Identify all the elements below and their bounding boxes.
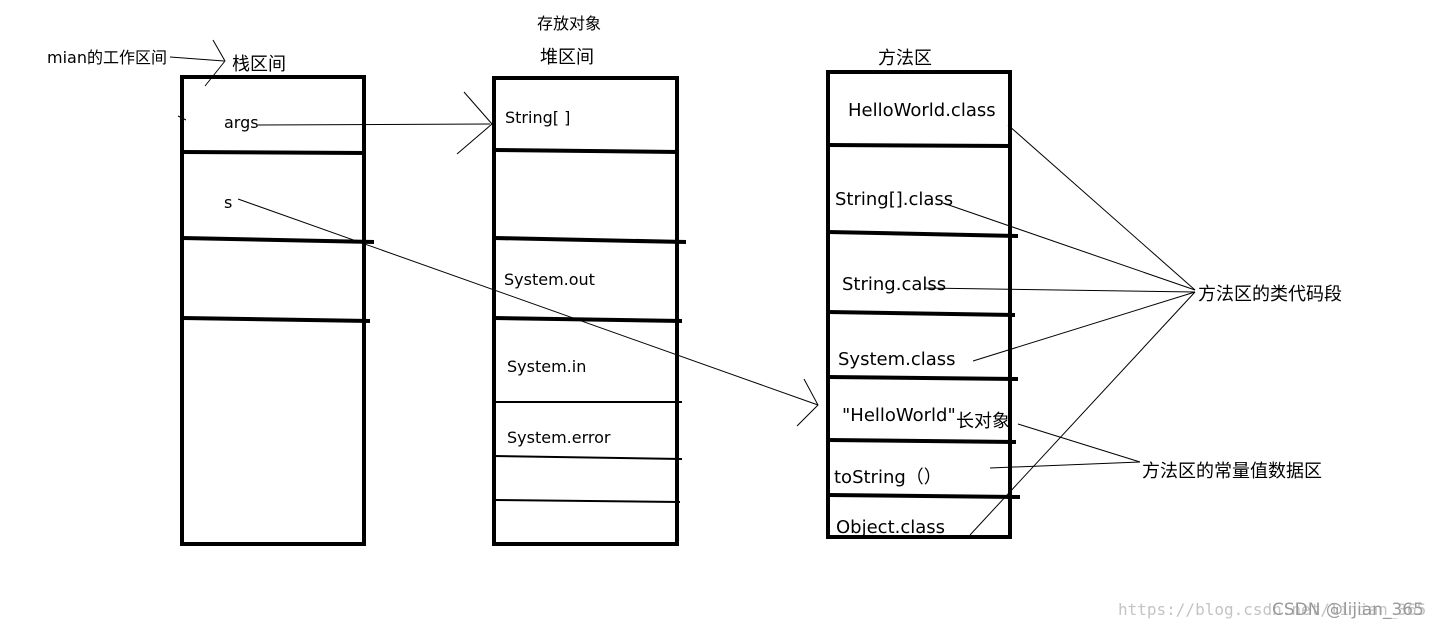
connectors	[169, 39, 1196, 536]
stack-divider	[181, 316, 371, 323]
heap-cell-string-array: String[ ]	[505, 108, 570, 127]
args-reference-line	[257, 123, 491, 126]
method-area-divider	[827, 230, 1019, 238]
method-cell-system-class: System.class	[838, 349, 956, 370]
store-objects-label: 存放对象	[537, 14, 601, 33]
stack-column: args s	[177, 75, 375, 546]
watermark-url: https://blog.csdn.net/lijian_365	[1118, 600, 1426, 619]
class-segment-line	[969, 291, 1196, 536]
stack-title: 栈区间	[232, 54, 286, 75]
watermark: https://blog.csdn.net/lijian_365 CSDN @l…	[1118, 600, 1426, 620]
class-segment-line	[1007, 124, 1196, 291]
method-area-column: HelloWorld.class String[].class String.c…	[826, 70, 1021, 539]
method-area-divider	[827, 310, 1016, 317]
class-code-segment-label: 方法区的类代码段	[1198, 284, 1342, 305]
stack-cell-args: args	[224, 113, 259, 132]
heap-column: String[ ] System.out System.in System.er…	[492, 76, 687, 546]
class-segment-line	[972, 291, 1196, 362]
main-work-area-label: mian的工作区间	[47, 48, 167, 67]
method-area-divider	[827, 438, 1017, 444]
heap-cell-system-out: System.out	[504, 270, 595, 289]
method-area-divider	[827, 375, 1019, 381]
method-cell-helloworld-literal: "HelloWorld"	[842, 405, 956, 426]
s-reference-line	[237, 198, 819, 406]
method-cell-string-calss: String.calss	[842, 274, 946, 295]
class-segment-line	[942, 202, 1196, 291]
heap-divider	[493, 316, 683, 323]
method-area-divider	[827, 493, 1021, 499]
heap-divider	[493, 148, 680, 154]
stack-cell-s: s	[224, 193, 232, 212]
method-cell-tostring: toString（）	[834, 467, 942, 488]
stack-divider	[181, 236, 375, 244]
method-cell-object-class: Object.class	[836, 517, 945, 538]
method-cell-string-array-class: String[].class	[835, 189, 953, 210]
method-area-title: 方法区	[878, 48, 932, 69]
stack-divider	[181, 150, 367, 155]
heap-cell-system-error: System.error	[507, 428, 611, 447]
heap-divider	[493, 499, 681, 503]
stack-box	[180, 75, 366, 546]
arrow-head	[456, 91, 493, 155]
method-cell-helloworld-class: HelloWorld.class	[848, 100, 996, 121]
method-area-divider	[827, 143, 1013, 148]
stray-mark	[177, 115, 187, 121]
heap-divider	[493, 455, 683, 460]
constant-area-line	[1017, 423, 1141, 463]
method-area-box	[826, 70, 1012, 539]
constant-data-area-label: 方法区的常量值数据区	[1142, 461, 1322, 482]
heap-box	[492, 76, 679, 546]
arrow-head	[204, 39, 226, 87]
class-segment-line	[924, 287, 1196, 293]
heap-title: 堆区间	[540, 47, 594, 68]
arrow-head	[796, 378, 819, 427]
watermark-brand: CSDN @lijian_365	[1272, 600, 1424, 620]
main-work-area-pointer	[169, 56, 225, 62]
heap-cell-system-in: System.in	[507, 357, 586, 376]
constant-area-line	[989, 461, 1141, 469]
heap-divider	[493, 236, 687, 244]
long-object-label: 长对象	[956, 411, 1010, 432]
